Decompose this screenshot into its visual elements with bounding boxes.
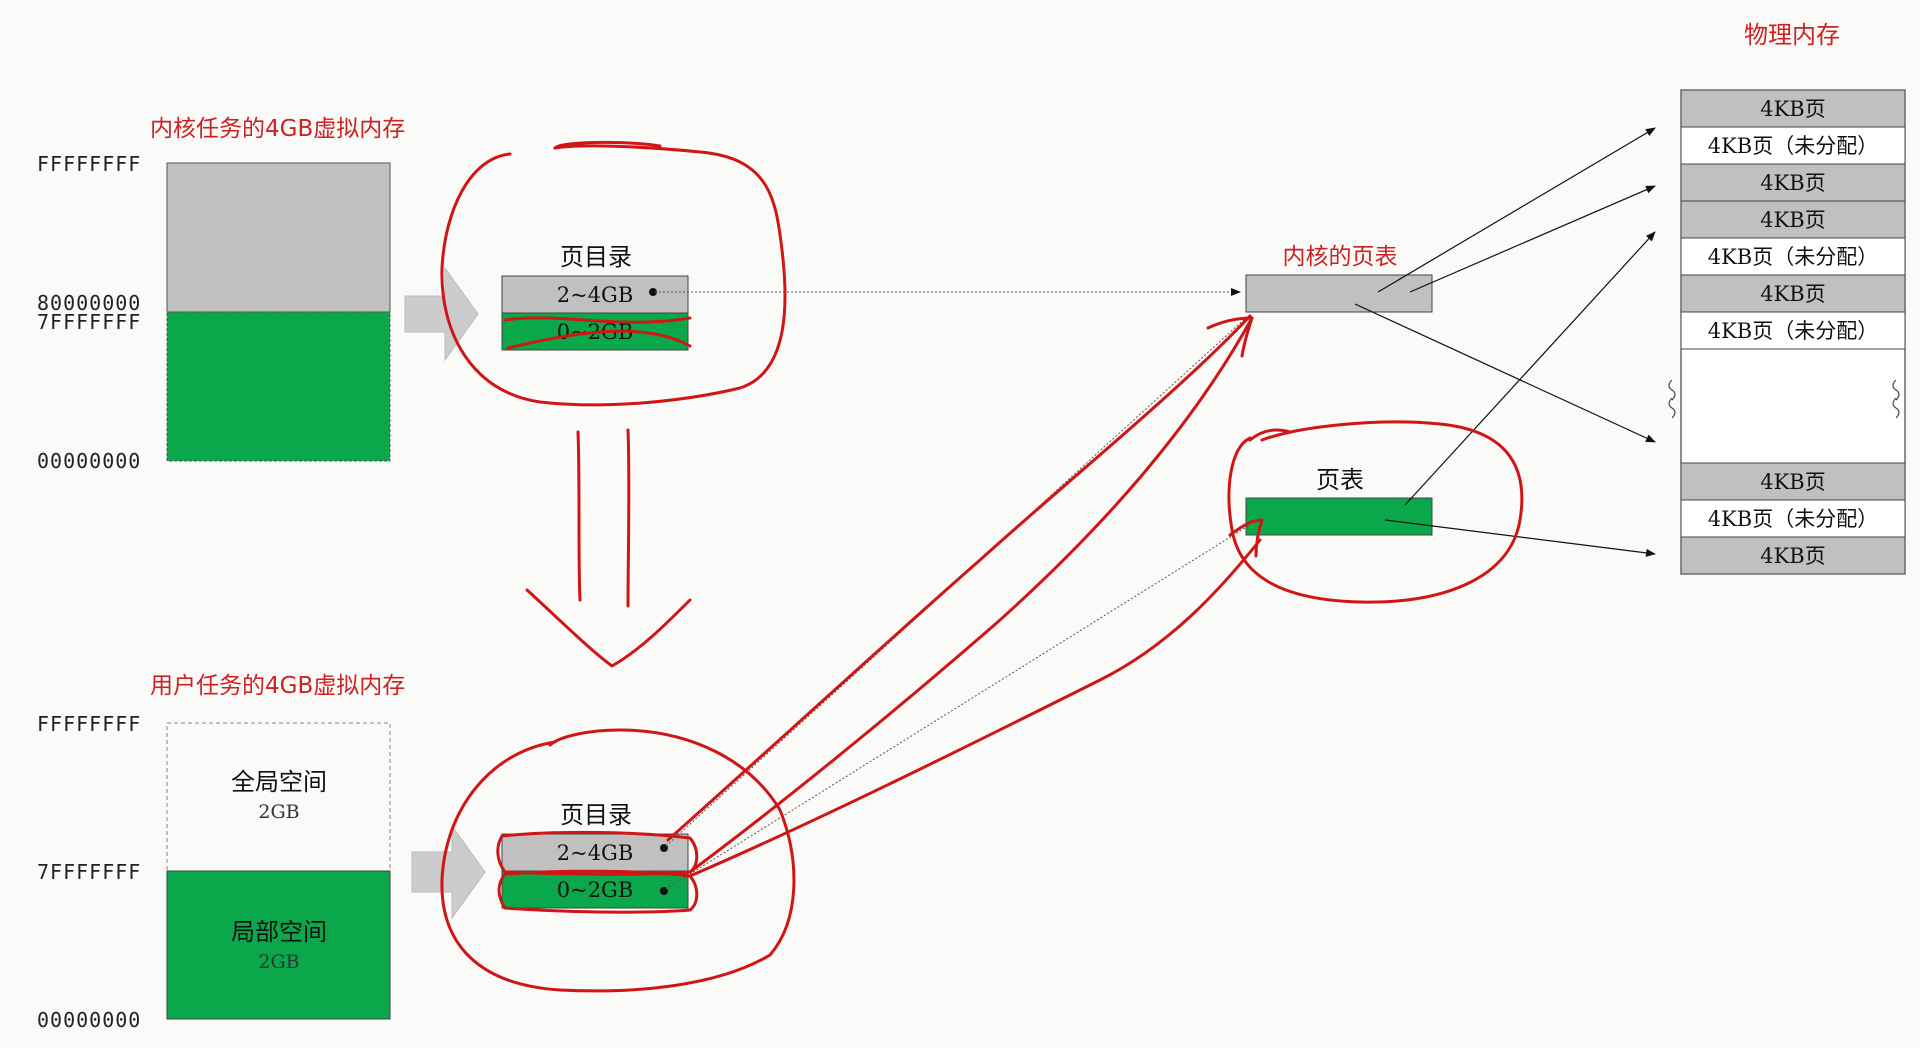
physical-memory-title: 物理内存 (1744, 21, 1840, 49)
user-addr-mid: 7FFFFFFF (37, 860, 141, 884)
user-dir-entry-high-label: 2~4GB (557, 841, 634, 865)
phys-page-6-label: 4KB页（未分配） (1708, 319, 1878, 343)
user-page-dir-title: 页目录 (560, 801, 632, 829)
user-global-size: 2GB (258, 801, 299, 823)
phys-page-bottom-1 (1680, 499, 1906, 538)
red-arrow-to-ktable-1 (666, 314, 1252, 842)
phys-page-1-label: 4KB页（未分配） (1708, 134, 1878, 158)
kernel-page-dir-title: 页目录 (560, 243, 632, 271)
phys-page-bottom-2-label: 4KB页 (1760, 544, 1825, 568)
red-circle-kernel-dir (440, 144, 787, 407)
phys-page-6 (1680, 311, 1906, 350)
user-to-dir-arrow (411, 824, 486, 920)
red-annotations (440, 140, 1524, 993)
kernel-page-table-box (1245, 274, 1433, 313)
phys-page-2-label: 4KB页 (1760, 171, 1825, 195)
user-local-label: 局部空间 (231, 918, 327, 946)
phys-page-5-label: 4KB页 (1760, 282, 1825, 306)
red-circle-user-dir (440, 728, 796, 993)
red-circle-kernel-dir-tail (553, 140, 662, 150)
red-circle-page-table-tail (1248, 428, 1292, 442)
arrow-ktable-to-phys-break (1354, 303, 1656, 443)
kernel-dir-entry-high (501, 275, 689, 314)
user-dir-entry-low (501, 870, 689, 909)
red-highlight-low (497, 869, 699, 914)
break-mark-right-2 (1892, 397, 1900, 419)
phys-page-4-label: 4KB页（未分配） (1708, 245, 1878, 269)
arrow-utable-to-phys-bottom (1384, 519, 1656, 557)
user-global-region (166, 722, 391, 872)
break-mark-right (1892, 379, 1900, 401)
phys-page-3-label: 4KB页 (1760, 208, 1825, 232)
kernel-addr-bottom: 00000000 (37, 449, 141, 473)
red-strike-2 (506, 329, 692, 350)
physical-memory: 物理内存 4KB页 4KB页（未分配） 4KB页 4KB页 4KB页（未分配） … (1668, 21, 1906, 575)
phys-page-0 (1680, 89, 1906, 128)
phys-page-2 (1680, 163, 1906, 202)
red-arrow-to-ktable-2 (688, 316, 1254, 874)
user-page-table: 页表 (1245, 466, 1433, 536)
arrow-utable-to-phys-3 (1404, 231, 1656, 506)
phys-page-4 (1680, 237, 1906, 276)
phys-page-bottom-2 (1680, 536, 1906, 575)
red-arrowhead-table (1228, 518, 1264, 558)
kernel-page-table-title: 内核的页表 (1283, 244, 1398, 270)
arrow-ktable-to-phys-2 (1409, 185, 1656, 293)
red-circle-page-table (1227, 420, 1524, 604)
page-table-title: 页表 (1316, 466, 1364, 494)
kernel-addr-mid-low: 7FFFFFFF (37, 310, 141, 334)
user-addr-bottom: 00000000 (37, 1008, 141, 1032)
red-strike-1 (503, 316, 692, 324)
arrow-ktable-to-phys-0 (1377, 127, 1656, 293)
red-arrow-to-table (688, 538, 1262, 878)
phys-page-bottom-1-label: 4KB页（未分配） (1708, 507, 1878, 531)
kernel-task-title: 内核任务的4GB虚拟内存 (150, 116, 405, 142)
kernel-lower-region (166, 311, 391, 462)
kernel-task-memory: 内核任务的4GB虚拟内存 FFFFFFFF 80000000 7FFFFFFF … (37, 116, 479, 473)
user-global-label: 全局空间 (231, 768, 327, 796)
kernel-dir-high-dot (649, 288, 657, 296)
kernel-addr-mid-high: 80000000 (37, 291, 141, 315)
phys-page-0-label: 4KB页 (1760, 97, 1825, 121)
phys-page-1 (1680, 126, 1906, 165)
user-task-title: 用户任务的4GB虚拟内存 (150, 673, 405, 699)
page-table-box (1245, 497, 1433, 536)
kernel-upper-region (166, 162, 391, 313)
kernel-dir-entry-high-label: 2~4GB (557, 283, 634, 307)
break-mark-left-2 (1668, 397, 1676, 419)
user-dir-entry-low-label: 0~2GB (557, 878, 634, 902)
red-down-arrow-left (576, 430, 582, 602)
user-addr-top: FFFFFFFF (37, 712, 141, 736)
user-dir-entry-high (501, 833, 689, 872)
red-down-arrow-right (626, 428, 631, 608)
user-page-directory: 页目录 2~4GB 0~2GB (501, 801, 689, 909)
red-down-arrow-head (525, 588, 692, 668)
connector-arrows (655, 127, 1656, 890)
kernel-page-table: 内核的页表 (1245, 244, 1433, 313)
user-local-size: 2GB (258, 951, 299, 973)
kernel-to-dir-arrow (404, 266, 479, 362)
user-task-memory: 用户任务的4GB虚拟内存 FFFFFFFF 7FFFFFFF 00000000 … (37, 673, 486, 1032)
user-local-region (166, 870, 391, 1020)
phys-page-bottom-0-label: 4KB页 (1760, 470, 1825, 494)
break-mark-left (1668, 379, 1676, 401)
red-arrowhead-ktable (1206, 316, 1254, 358)
kernel-addr-top: FFFFFFFF (37, 152, 141, 176)
